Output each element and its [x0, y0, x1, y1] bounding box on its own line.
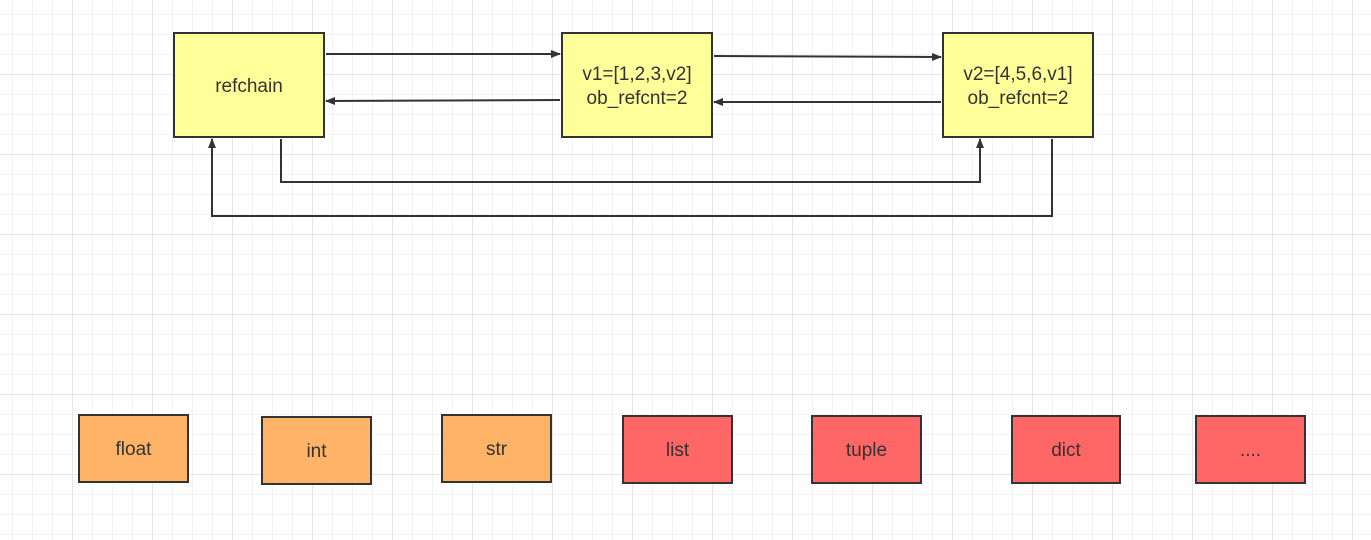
type-dict: dict	[1011, 415, 1121, 484]
edge-v1-to-refchain	[325, 96, 561, 105]
type-float-label: float	[116, 439, 153, 460]
node-v2-box	[942, 32, 1094, 138]
edge-refchain-to-v2-loop	[280, 138, 984, 183]
node-v1: v1=[1,2,3,v2] ob_refcnt=2	[561, 32, 713, 138]
type-tuple: tuple	[811, 415, 922, 484]
type-list-box	[622, 415, 733, 484]
type-list-label: list	[666, 440, 690, 461]
node-refchain-label: refchain	[215, 76, 283, 97]
type-more: ....	[1195, 415, 1306, 484]
node-v1-box	[561, 32, 713, 138]
node-v1-refcnt: ob_refcnt=2	[587, 88, 688, 109]
type-int-label: int	[306, 441, 327, 462]
node-v2-refcnt: ob_refcnt=2	[968, 88, 1069, 109]
type-float-box	[78, 414, 189, 483]
node-v1-value: v1=[1,2,3,v2]	[582, 64, 691, 85]
type-str-label: str	[486, 439, 508, 460]
edge-v1-to-v2	[713, 52, 942, 61]
type-dict-box	[1011, 415, 1121, 484]
type-tuple-box	[811, 415, 922, 484]
type-more-label: ....	[1240, 440, 1261, 461]
type-float: float	[78, 414, 189, 483]
node-refchain: refchain	[173, 32, 325, 138]
type-str: str	[441, 414, 552, 483]
node-refchain-box	[173, 32, 325, 138]
node-v2-value: v2=[4,5,6,v1]	[963, 64, 1072, 85]
type-more-box	[1195, 415, 1306, 484]
type-int-box	[261, 416, 372, 485]
node-v2: v2=[4,5,6,v1] ob_refcnt=2	[942, 32, 1094, 138]
edge-v2-to-refchain-loop	[208, 138, 1053, 217]
type-str-box	[441, 414, 552, 483]
type-list: list	[622, 415, 733, 484]
type-tuple-label: tuple	[846, 440, 887, 461]
type-dict-label: dict	[1051, 440, 1081, 461]
type-int: int	[261, 416, 372, 485]
